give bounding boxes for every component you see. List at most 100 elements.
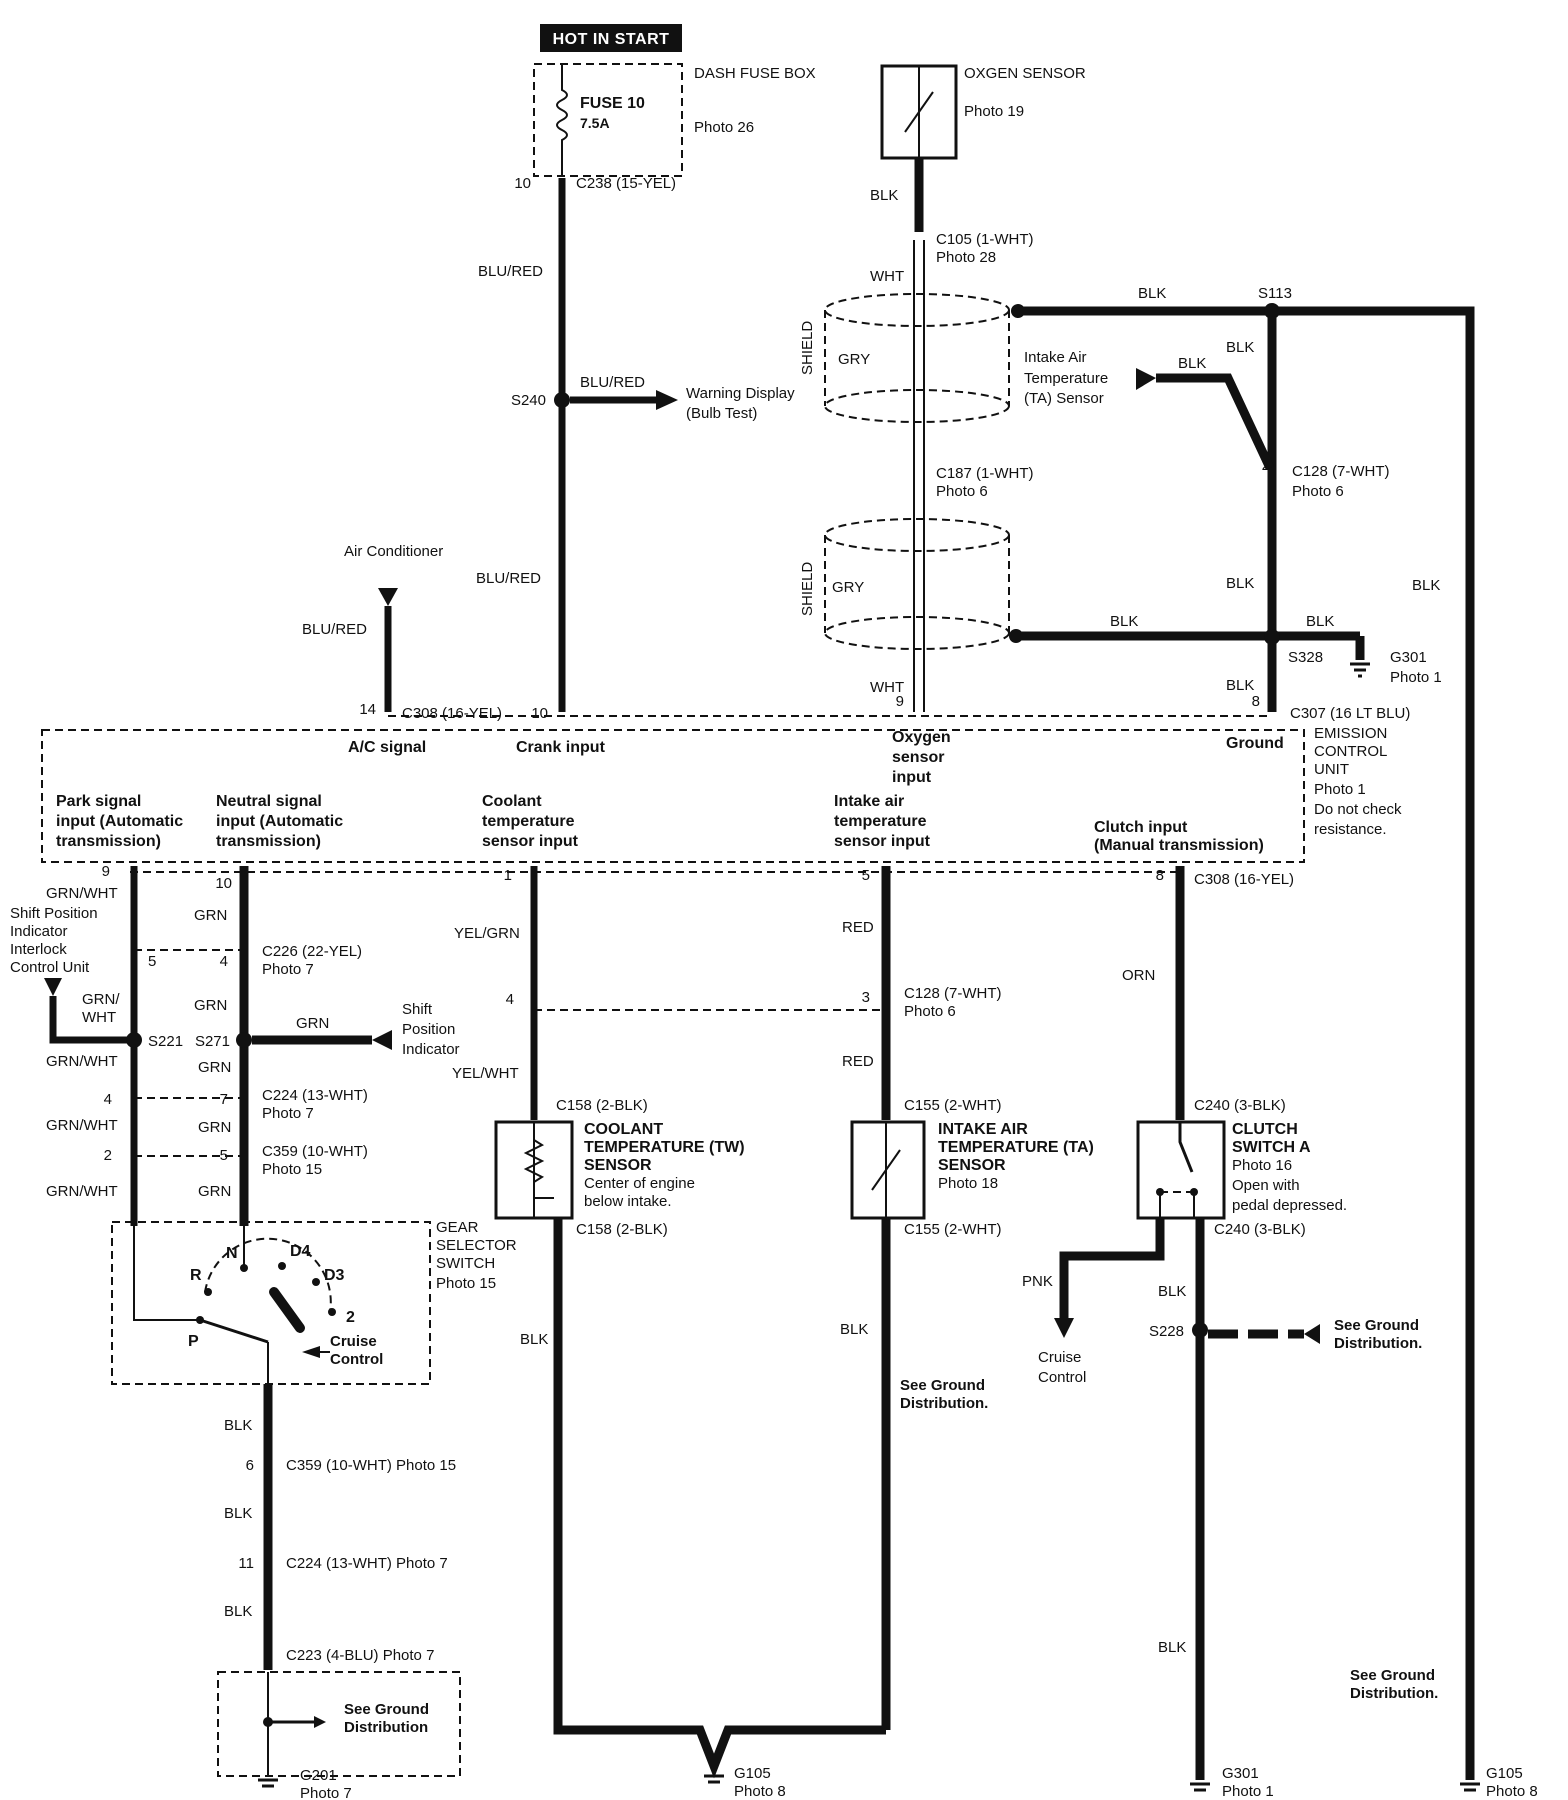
- pin-9b: 9: [102, 863, 110, 880]
- c187-label: C187 (1-WHT): [936, 465, 1034, 482]
- g201-photo: Photo 7: [300, 1785, 352, 1800]
- ecu-intake-3: sensor input: [834, 833, 931, 850]
- ecu-oxygen-input-1: Oxygen: [892, 729, 951, 746]
- s228-arrow: [1304, 1324, 1320, 1344]
- see-ground-right-2: Distribution.: [1350, 1685, 1438, 1702]
- interlock-arrow: [44, 978, 62, 996]
- ecu-coolant-1: Coolant: [482, 793, 542, 810]
- blk-label-clutch-1: BLK: [1158, 1283, 1186, 1300]
- gear-pos-d3: D3: [324, 1267, 345, 1284]
- s240-label: S240: [511, 392, 546, 409]
- c128-mid-label: C128 (7-WHT): [904, 985, 1002, 1002]
- shift-indicator-2: Position: [402, 1021, 455, 1038]
- gear-2-contact: [328, 1308, 336, 1316]
- pin-3: 3: [862, 989, 870, 1006]
- ecu-oxygen-input-2: sensor: [892, 749, 944, 766]
- blk-label-gear-2: BLK: [224, 1505, 252, 1522]
- oxygen-sensor-element: [904, 91, 934, 133]
- c128-mid-photo: Photo 6: [904, 1003, 956, 1020]
- intake-ta-label-1: Intake Air: [1024, 349, 1087, 366]
- c359-low-label: C359 (10-WHT) Photo 15: [286, 1457, 456, 1474]
- gry-label-upper: GRY: [838, 351, 870, 368]
- blk-label-ta: BLK: [1178, 355, 1206, 372]
- clutch-photo: Photo 16: [1232, 1157, 1292, 1174]
- shield-upper-top: [824, 293, 1010, 327]
- pin-5-intake: 5: [862, 867, 870, 884]
- blk-label-gear-3: BLK: [224, 1603, 252, 1620]
- grn-label-5: GRN: [198, 1119, 231, 1136]
- see-ground-s228-2: Distribution.: [1334, 1335, 1422, 1352]
- s271-splice: [236, 1032, 252, 1048]
- gear-d4-contact: [278, 1262, 286, 1270]
- c223-label: C223 (4-BLU) Photo 7: [286, 1647, 434, 1664]
- shift-indicator-3: Indicator: [402, 1041, 460, 1058]
- ecu-park-3: transmission): [56, 833, 161, 850]
- hot-in-start-banner: [540, 24, 682, 52]
- blk-label-mid: BLK: [1226, 575, 1254, 592]
- see-ground-right-1: See Ground: [1350, 1667, 1435, 1684]
- intake-ta-label-3: (TA) Sensor: [1024, 390, 1104, 407]
- pin-14: 14: [359, 701, 376, 718]
- g201-see-ground-arrow: [314, 1716, 326, 1728]
- yel-wht-label: YEL/WHT: [452, 1065, 519, 1082]
- c158-bot-label: C158 (2-BLK): [576, 1221, 668, 1238]
- g105-right-photo: Photo 8: [1486, 1783, 1538, 1800]
- gear-pos-p: P: [188, 1333, 199, 1350]
- pin-2: 2: [104, 1147, 112, 1164]
- intake-sensor-name-2: TEMPERATURE (TA): [938, 1139, 1094, 1156]
- grn-wht-interlock-wire: [49, 996, 134, 1044]
- warning-display-arrow: [656, 390, 678, 410]
- s221-splice: [126, 1032, 142, 1048]
- shift-indicator-1: Shift: [402, 1001, 433, 1018]
- ecu-intake-1: Intake air: [834, 793, 904, 810]
- air-conditioner-label: Air Conditioner: [344, 543, 443, 560]
- coolant-sensor-name-2: TEMPERATURE (TW): [584, 1139, 745, 1156]
- see-ground-mid-1: See Ground: [900, 1377, 985, 1394]
- g105-right-label: G105: [1486, 1765, 1523, 1782]
- grn-label-6: GRN: [198, 1183, 231, 1200]
- ecu-crank-input: Crank input: [516, 739, 606, 756]
- fuse-pin: 10: [514, 175, 531, 192]
- shield-lower-top: [824, 518, 1010, 552]
- coolant-sensor-name-1: COOLANT: [584, 1121, 663, 1138]
- ecu-photo: Photo 1: [1314, 781, 1366, 798]
- ecu-park-1: Park signal: [56, 793, 141, 810]
- clutch-name-2: SWITCH A: [1232, 1139, 1311, 1156]
- blu-red-label-1: BLU/RED: [478, 263, 543, 280]
- c224-label: C224 (13-WHT): [262, 1087, 368, 1104]
- oxygen-sensor-name: OXGEN SENSOR: [964, 65, 1086, 82]
- interlock-label-4: Control Unit: [10, 959, 90, 976]
- ecu-neutral-1: Neutral signal: [216, 793, 322, 810]
- intake-sensor-name-1: INTAKE AIR: [938, 1121, 1028, 1138]
- cruise-label-2: Control: [1038, 1369, 1086, 1386]
- s240-splice: [554, 392, 570, 408]
- intake-sensor-name-3: SENSOR: [938, 1157, 1006, 1174]
- blk-intake-ta-wire: [1156, 373, 1275, 470]
- gear-switch-name-1: GEAR: [436, 1219, 479, 1236]
- gear-switch-photo: Photo 15: [436, 1275, 496, 1292]
- coolant-sensor-element: [523, 1139, 554, 1199]
- pin-11: 11: [238, 1555, 254, 1572]
- grn-wht-label-1: GRN/WHT: [46, 885, 118, 902]
- blk-label-ox: BLK: [870, 187, 898, 204]
- ecu-neutral-2: input (Automatic: [216, 813, 343, 830]
- c187-photo: Photo 6: [936, 483, 988, 500]
- s328-splice: [1264, 629, 1280, 645]
- pnk-label: PNK: [1022, 1273, 1053, 1290]
- yel-grn-label: YEL/GRN: [454, 925, 520, 942]
- blk-label-s113-down: BLK: [1226, 339, 1254, 356]
- coolant-note-1: Center of engine: [584, 1175, 695, 1192]
- ac-arrow: [378, 588, 398, 606]
- gear-pos-r: R: [190, 1267, 202, 1284]
- grn-wht-label-2: GRN/WHT: [46, 1053, 118, 1070]
- gear-cruise-1: Cruise: [330, 1333, 377, 1350]
- ecu-clutch-2: (Manual transmission): [1094, 837, 1264, 854]
- clutch-name-1: CLUTCH: [1232, 1121, 1298, 1138]
- cruise-arrow: [1054, 1318, 1074, 1338]
- c155-bot-label: C155 (2-WHT): [904, 1221, 1002, 1238]
- blk-label-shield-lower: BLK: [1110, 613, 1138, 630]
- s221-label: S221: [148, 1033, 183, 1050]
- ecu-coolant-2: temperature: [482, 813, 575, 830]
- wht-label-bottom: WHT: [870, 679, 904, 696]
- s228-splice: [1192, 1322, 1208, 1338]
